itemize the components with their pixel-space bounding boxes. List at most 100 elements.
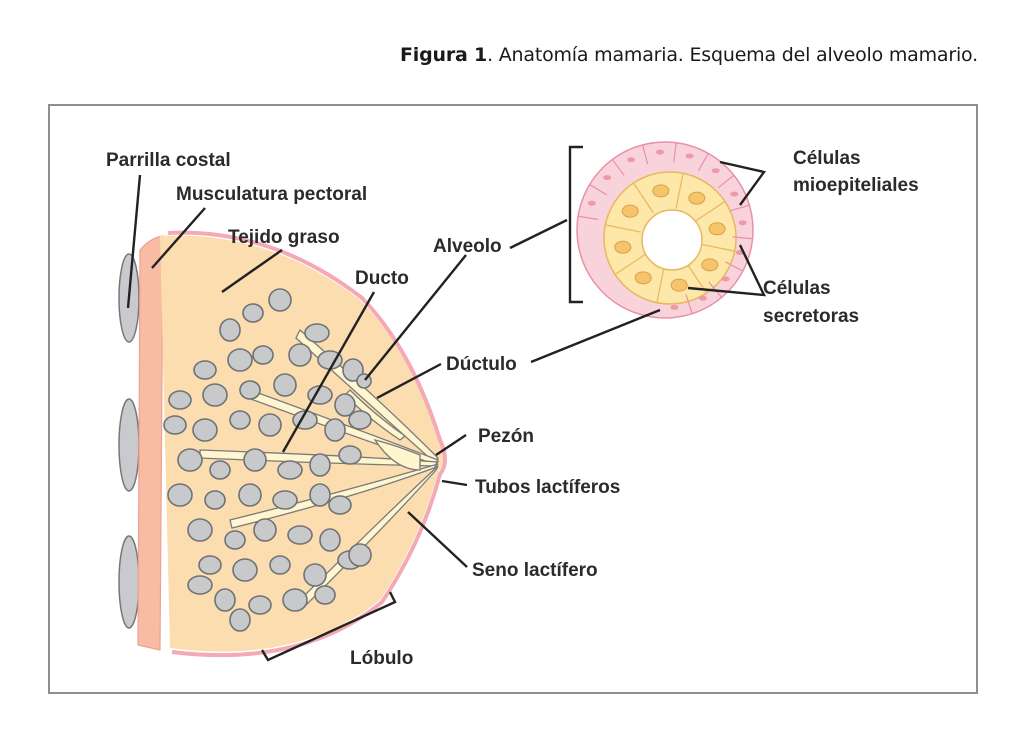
lobule-blob bbox=[242, 303, 264, 323]
leader-mioepiteliales bbox=[719, 160, 767, 206]
myoepithelial-cell-border bbox=[589, 184, 608, 196]
lobule-blob bbox=[342, 358, 364, 382]
secretory-cell-border bbox=[699, 243, 735, 252]
secretory-cell-border bbox=[656, 267, 665, 303]
lobule-blob bbox=[224, 530, 246, 550]
leader-ducto bbox=[281, 291, 376, 453]
rib bbox=[118, 535, 140, 629]
secretory-cells bbox=[605, 173, 735, 303]
leader-ductulo-alveolus bbox=[530, 308, 661, 364]
alveolar-lumen bbox=[641, 209, 703, 271]
lobule-blob bbox=[229, 410, 251, 430]
lobule-blob bbox=[204, 490, 226, 510]
secretory-nucleus bbox=[621, 204, 639, 218]
lobule-blob bbox=[187, 575, 213, 595]
secretory-cell-border bbox=[633, 182, 654, 214]
lobule-blob bbox=[252, 345, 274, 365]
lobule-blob bbox=[348, 410, 372, 430]
lobule-blob bbox=[214, 588, 236, 612]
myoepithelial-nucleus bbox=[685, 153, 694, 159]
myoepithelial-cell-border bbox=[730, 204, 750, 212]
label-celulas-mioepiteliales-2: mioepiteliales bbox=[793, 175, 919, 196]
figure-title: . Anatomía mamaria. Esquema del alveolo … bbox=[487, 44, 978, 66]
myoepithelial-cell-border bbox=[724, 261, 744, 272]
label-seno-lactifero: Seno lactífero bbox=[472, 560, 598, 581]
myoepithelial-cell-border bbox=[577, 215, 598, 220]
myoepithelial-cells bbox=[577, 142, 753, 314]
lobules bbox=[163, 288, 372, 632]
myoepithelial-nucleus bbox=[721, 276, 730, 282]
label-parrilla-costal: Parrilla costal bbox=[106, 150, 231, 171]
lobule-blob bbox=[219, 318, 241, 342]
label-lobulo: Lóbulo bbox=[350, 648, 413, 669]
ribs bbox=[118, 253, 140, 629]
secretory-nucleus bbox=[688, 191, 706, 205]
lobule-blob bbox=[319, 528, 341, 552]
label-musculatura-pectoral: Musculatura pectoral bbox=[176, 184, 367, 205]
label-tubos-lactiferos: Tubos lactíferos bbox=[475, 477, 620, 498]
secretory-cell-border bbox=[675, 173, 684, 209]
lobule-blob bbox=[193, 360, 217, 380]
lobule-blob bbox=[187, 518, 213, 542]
lobule-blob bbox=[303, 563, 327, 587]
leader-parrilla bbox=[126, 174, 142, 309]
lobule-blob bbox=[232, 558, 258, 582]
labels: Parrilla costal Musculatura pectoral Tej… bbox=[106, 148, 919, 669]
lobule-blob bbox=[167, 483, 193, 507]
label-celulas-secretoras-2: secretoras bbox=[763, 306, 859, 327]
secretory-nucleus bbox=[634, 271, 652, 285]
myoepithelial-nucleus bbox=[655, 149, 664, 155]
lobule-blob bbox=[168, 390, 192, 410]
lobule-blob bbox=[287, 525, 313, 545]
label-alveolo: Alveolo bbox=[433, 236, 502, 257]
secretory-nucleus bbox=[652, 184, 670, 198]
lobule-blob bbox=[243, 448, 267, 472]
lobule-blob bbox=[177, 448, 203, 472]
lobule-blob bbox=[229, 608, 251, 632]
lobule-blob bbox=[304, 323, 330, 343]
leader-tubos bbox=[441, 479, 468, 487]
lobule-blob bbox=[239, 380, 261, 400]
lobule-blob bbox=[269, 555, 291, 575]
leader-ductulo bbox=[376, 362, 442, 400]
lobule-blob bbox=[227, 348, 253, 372]
label-ductulo: Dúctulo bbox=[446, 354, 517, 375]
leader-alveolo bbox=[364, 254, 467, 381]
secretory-nucleus bbox=[708, 222, 726, 236]
myoepithelial-cell-border bbox=[697, 153, 709, 172]
myoepithelial-nucleus bbox=[711, 168, 720, 174]
lobule-blob bbox=[163, 415, 187, 435]
myoepithelial-nucleus bbox=[587, 200, 596, 206]
label-tejido-graso: Tejido graso bbox=[228, 227, 340, 248]
skin bbox=[167, 230, 447, 658]
lobule-blob bbox=[309, 483, 331, 507]
lobule-blob bbox=[277, 460, 303, 480]
lobule-blob bbox=[273, 373, 297, 397]
lobule-blob bbox=[209, 460, 231, 480]
lobule-blob bbox=[192, 418, 218, 442]
alveolus-bracket bbox=[568, 145, 583, 304]
myoepithelial-cell-border bbox=[685, 294, 693, 314]
lobule-blob bbox=[282, 588, 308, 612]
myoepithelial-cell-border bbox=[732, 236, 753, 240]
myoepithelial-cell-border bbox=[642, 144, 649, 165]
leader-seno bbox=[407, 511, 468, 568]
leader-lines bbox=[126, 160, 767, 568]
label-pezon: Pezón bbox=[478, 426, 534, 447]
lobule-blob bbox=[338, 445, 362, 465]
rib bbox=[118, 398, 140, 492]
lobule-blob bbox=[324, 418, 346, 442]
myoepithelial-cell-border bbox=[673, 142, 677, 163]
lobule-blob bbox=[288, 343, 312, 367]
lobule-blob bbox=[309, 453, 331, 477]
secretory-cell-border bbox=[686, 262, 707, 294]
lobule-blob bbox=[334, 393, 356, 417]
lobule-blob bbox=[202, 383, 228, 407]
alveolus-detail bbox=[568, 141, 754, 319]
figure-caption: Figura 1. Anatomía mamaria. Esquema del … bbox=[400, 44, 978, 66]
lobule-blob bbox=[253, 518, 277, 542]
lobule-blob bbox=[238, 483, 262, 507]
label-ducto: Ducto bbox=[355, 268, 409, 289]
myoepithelial-nucleus bbox=[738, 220, 747, 226]
